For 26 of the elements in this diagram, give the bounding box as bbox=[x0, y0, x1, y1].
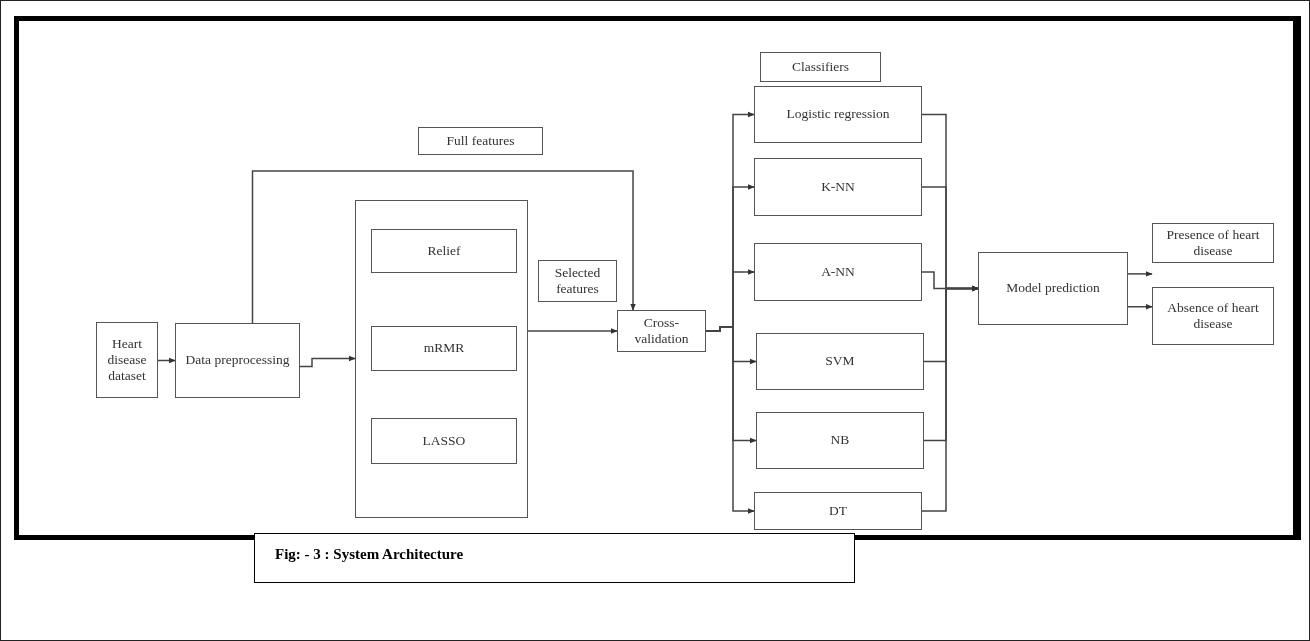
process-box: LASSO bbox=[371, 418, 517, 464]
arrow bbox=[157, 357, 176, 364]
group-box bbox=[355, 200, 528, 518]
process-box: A-NN bbox=[754, 243, 922, 301]
process-box: K-NN bbox=[754, 158, 922, 216]
arrow bbox=[527, 328, 618, 334]
process-box: Selected features bbox=[538, 260, 617, 302]
process-box: Absence of heart disease bbox=[1152, 287, 1274, 345]
process-box: DT bbox=[754, 492, 922, 530]
process-box: Heart disease dataset bbox=[96, 322, 158, 398]
arrow bbox=[299, 355, 356, 368]
process-box: Cross-validation bbox=[617, 310, 706, 352]
process-box: NB bbox=[756, 412, 924, 469]
process-box: Relief bbox=[371, 229, 517, 273]
arrow bbox=[1127, 303, 1153, 310]
process-box: Data preprocessing bbox=[175, 323, 300, 398]
arrow bbox=[251, 170, 636, 324]
caption-box: Fig: - 3 : System Architecture bbox=[254, 533, 855, 583]
process-box: Full features bbox=[418, 127, 543, 155]
process-box: Presence of heart disease bbox=[1152, 223, 1274, 263]
arrow bbox=[1127, 271, 1153, 277]
process-box: Classifiers bbox=[760, 52, 881, 82]
process-box: SVM bbox=[756, 333, 924, 390]
process-box: Model prediction bbox=[978, 252, 1128, 325]
process-box: Logistic regression bbox=[754, 86, 922, 143]
process-box: mRMR bbox=[371, 326, 517, 371]
